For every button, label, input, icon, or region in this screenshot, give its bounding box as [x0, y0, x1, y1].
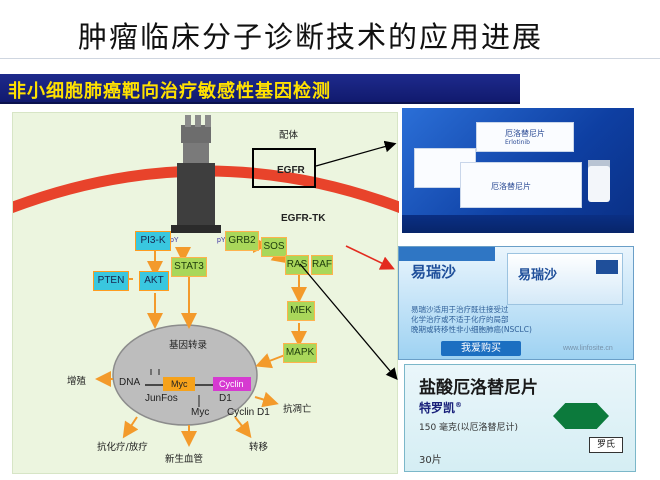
mapk-box: MAPK	[283, 343, 317, 363]
drug2-buy-button[interactable]: 我爱购买	[441, 341, 521, 356]
phospho-right-label: pY	[217, 237, 226, 244]
drug2-top-banner	[399, 247, 495, 261]
pten-box: PTEN	[93, 271, 129, 291]
akt-box: AKT	[139, 271, 169, 291]
stat3-box: STAT3	[171, 257, 207, 277]
d1-label: D1	[219, 393, 232, 404]
hexagon-logo-icon	[553, 403, 609, 429]
ligand-label: 配体	[279, 130, 299, 141]
egfr-receptor	[171, 115, 221, 233]
drug3-dose: 150 毫克(以厄洛替尼计)	[419, 423, 519, 433]
registered-mark: ®	[455, 401, 463, 409]
mek-box: MEK	[287, 301, 315, 321]
vial-cap	[588, 160, 610, 169]
pathway-graphics	[13, 115, 399, 447]
ras-box: RAS	[285, 255, 309, 275]
transcription-label: 基因转录	[169, 340, 208, 351]
drug1-label-small: Erlotinib	[505, 139, 530, 146]
drug2-description: 易瑞沙适用于治疗既往接受过 化学治疗或不适于化疗的局部 晚期或转移性非小细胞肺癌…	[411, 305, 532, 335]
vial	[588, 166, 610, 202]
drug1-label-top: 厄洛替尼片	[505, 129, 545, 138]
drug2-line-3: 晚期或转移性非小细胞肺癌(NSCLC)	[411, 325, 532, 334]
drug2-box-tag	[596, 260, 618, 274]
cyclin-gene-bar	[213, 377, 251, 391]
title-divider	[0, 58, 660, 59]
drug3-brand-text: 特罗凯	[419, 401, 456, 415]
egfr-pathway-diagram: 配体 EGFR EGFR-TK 基因转录 增殖 抗凋亡 抗化疗/放疗 新生血管 …	[12, 112, 399, 474]
cyclin-bar-label: Cyclin	[219, 379, 244, 389]
myc-bar-label: Myc	[171, 379, 188, 389]
drug1-box-back: 厄洛替尼片 Erlotinib	[476, 122, 574, 152]
pi3k-box: PI3-K	[135, 231, 171, 251]
cyclin-d1-label: Cyclin D1	[227, 407, 270, 418]
proliferation-label: 增殖	[67, 376, 87, 387]
anti-apoptosis-label: 抗凋亡	[283, 404, 312, 415]
drug-photo-1: 厄洛替尼片 Erlotinib 厄洛替尼片	[402, 108, 634, 233]
drug2-package: 易瑞沙	[507, 253, 623, 305]
junfos-label: JunFos	[145, 393, 178, 404]
drug-photo-2: 易瑞沙 易瑞沙 易瑞沙适用于治疗既往接受过 化学治疗或不适于化疗的局部 晚期或转…	[398, 246, 634, 360]
subtitle-text: 非小细胞肺癌靶向治疗敏感性基因检测	[8, 81, 331, 102]
drug2-line-2: 化学治疗或不适于化疗的局部	[411, 315, 509, 324]
drug-photo-3: 盐酸厄洛替尼片 特罗凯® 150 毫克(以厄洛替尼计) 罗氏 30片	[404, 364, 636, 472]
pathway-arrows	[95, 237, 307, 447]
egfr-label: EGFR	[277, 165, 305, 176]
angiogenesis-label: 新生血管	[165, 454, 204, 465]
drug2-brand: 易瑞沙	[411, 263, 457, 281]
chemo-resistance-label: 抗化疗/放疗	[97, 442, 148, 453]
drug3-maker: 罗氏	[589, 437, 623, 453]
slide-title: 肿瘤临床分子诊断技术的应用进展	[78, 20, 544, 54]
egfr-tk-label: EGFR-TK	[281, 213, 326, 224]
dna-label: DNA	[119, 377, 141, 388]
myc-gene-bar	[163, 377, 195, 391]
raf-box: RAF	[311, 255, 333, 275]
phospho-left-label: pY	[170, 237, 179, 244]
grb2-box: GRB2	[225, 231, 259, 251]
egfr-highlight-box	[252, 148, 316, 188]
metastasis-label: 转移	[249, 442, 269, 453]
drug2-site-text: www.linfosite.cn	[563, 345, 613, 352]
drug3-name: 盐酸厄洛替尼片	[419, 378, 538, 398]
drug2-line-1: 易瑞沙适用于治疗既往接受过	[411, 305, 509, 314]
drug3-count: 30片	[419, 455, 442, 466]
drug1-box-front: 厄洛替尼片	[460, 162, 582, 208]
drug3-brand: 特罗凯®	[419, 399, 462, 416]
drug1-label-front: 厄洛替尼片	[491, 182, 531, 191]
myc-label: Myc	[191, 407, 210, 418]
subtitle-banner: 非小细胞肺癌靶向治疗敏感性基因检测	[0, 74, 520, 104]
sos-box: SOS	[261, 237, 287, 257]
drug2-box-text: 易瑞沙	[518, 268, 558, 283]
photo1-bottom-strip	[402, 215, 634, 233]
